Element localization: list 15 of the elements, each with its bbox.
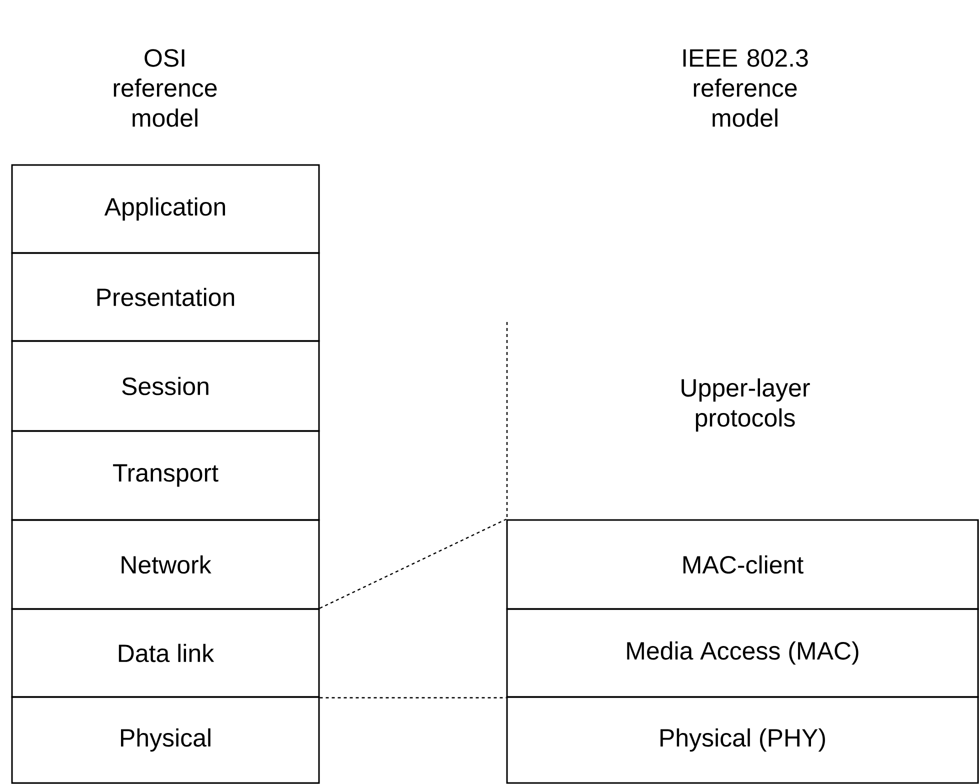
layer-box: Media Access (MAC) bbox=[506, 608, 979, 698]
dashed-line bbox=[320, 697, 506, 698]
column-heading: IEEE 802.3 reference model bbox=[683, 49, 808, 127]
layer-box: Data link bbox=[11, 608, 320, 698]
layer-box: Physical bbox=[11, 696, 320, 784]
layer-box: Application bbox=[11, 164, 320, 254]
dashed-line bbox=[320, 518, 507, 609]
layer-box: Session bbox=[11, 340, 320, 432]
column-heading: OSI reference model bbox=[114, 49, 217, 127]
layer-box: Transport bbox=[11, 430, 320, 521]
layer-box: MAC-client bbox=[506, 519, 979, 610]
layer-box: Network bbox=[11, 519, 320, 610]
layer-label: Upper-layer protocols bbox=[682, 378, 810, 432]
layer-box: Physical (PHY) bbox=[506, 696, 979, 784]
layer-box: Presentation bbox=[11, 252, 320, 342]
